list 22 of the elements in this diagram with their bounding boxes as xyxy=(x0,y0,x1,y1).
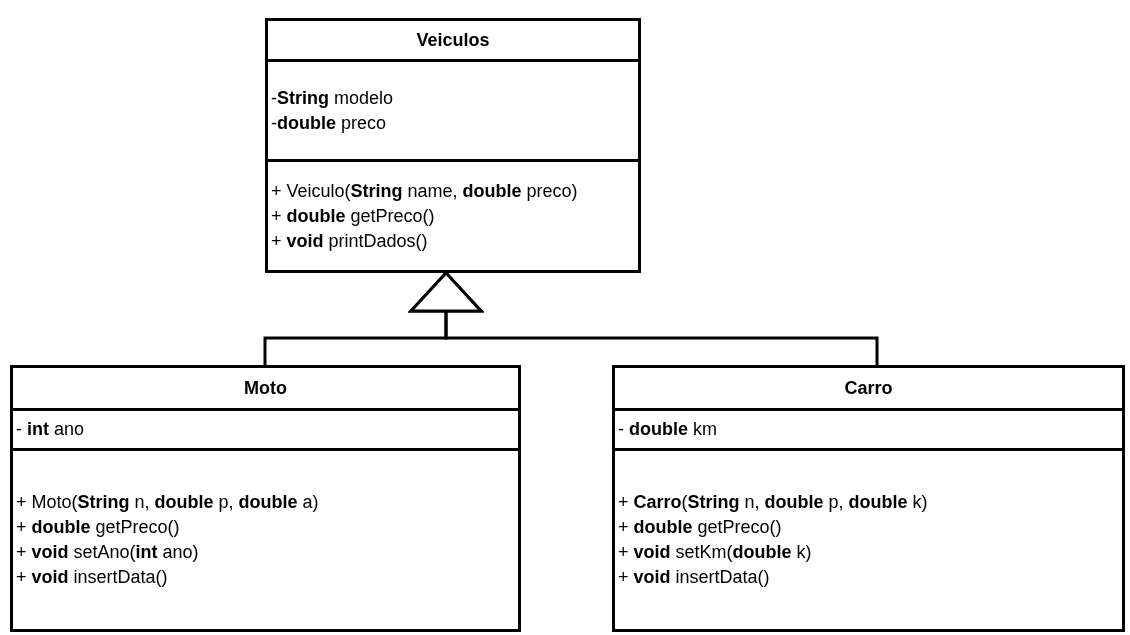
member-text: + double getPreco() xyxy=(618,516,783,539)
member-text: -String modelo xyxy=(271,86,395,110)
member-text: + void printDados() xyxy=(271,229,429,253)
member-text: + Carro(String n, double p, double k) xyxy=(618,491,929,514)
member-text: - int ano xyxy=(16,418,86,441)
member-text: + double getPreco() xyxy=(271,204,436,228)
member-text: + Veiculo(String name, double preco) xyxy=(271,179,579,203)
member-text: + double getPreco() xyxy=(16,516,181,539)
member-text: - double km xyxy=(618,418,718,441)
member-text: + void insertData() xyxy=(618,566,771,589)
inheritance-arrow xyxy=(409,271,879,365)
class-box xyxy=(265,18,641,273)
member-text: -double preco xyxy=(271,111,388,135)
member-text: + void setAno(int ano) xyxy=(16,541,200,564)
member-text: + void insertData() xyxy=(16,566,169,589)
member-text: + Moto(String n, double p, double a) xyxy=(16,491,320,514)
class-box xyxy=(612,365,1125,632)
class-name: Veiculos xyxy=(416,28,490,52)
class-box xyxy=(10,365,521,632)
class-name: Moto xyxy=(244,376,287,400)
member-text: + void setKm(double k) xyxy=(618,541,813,564)
class-name: Carro xyxy=(844,376,893,400)
